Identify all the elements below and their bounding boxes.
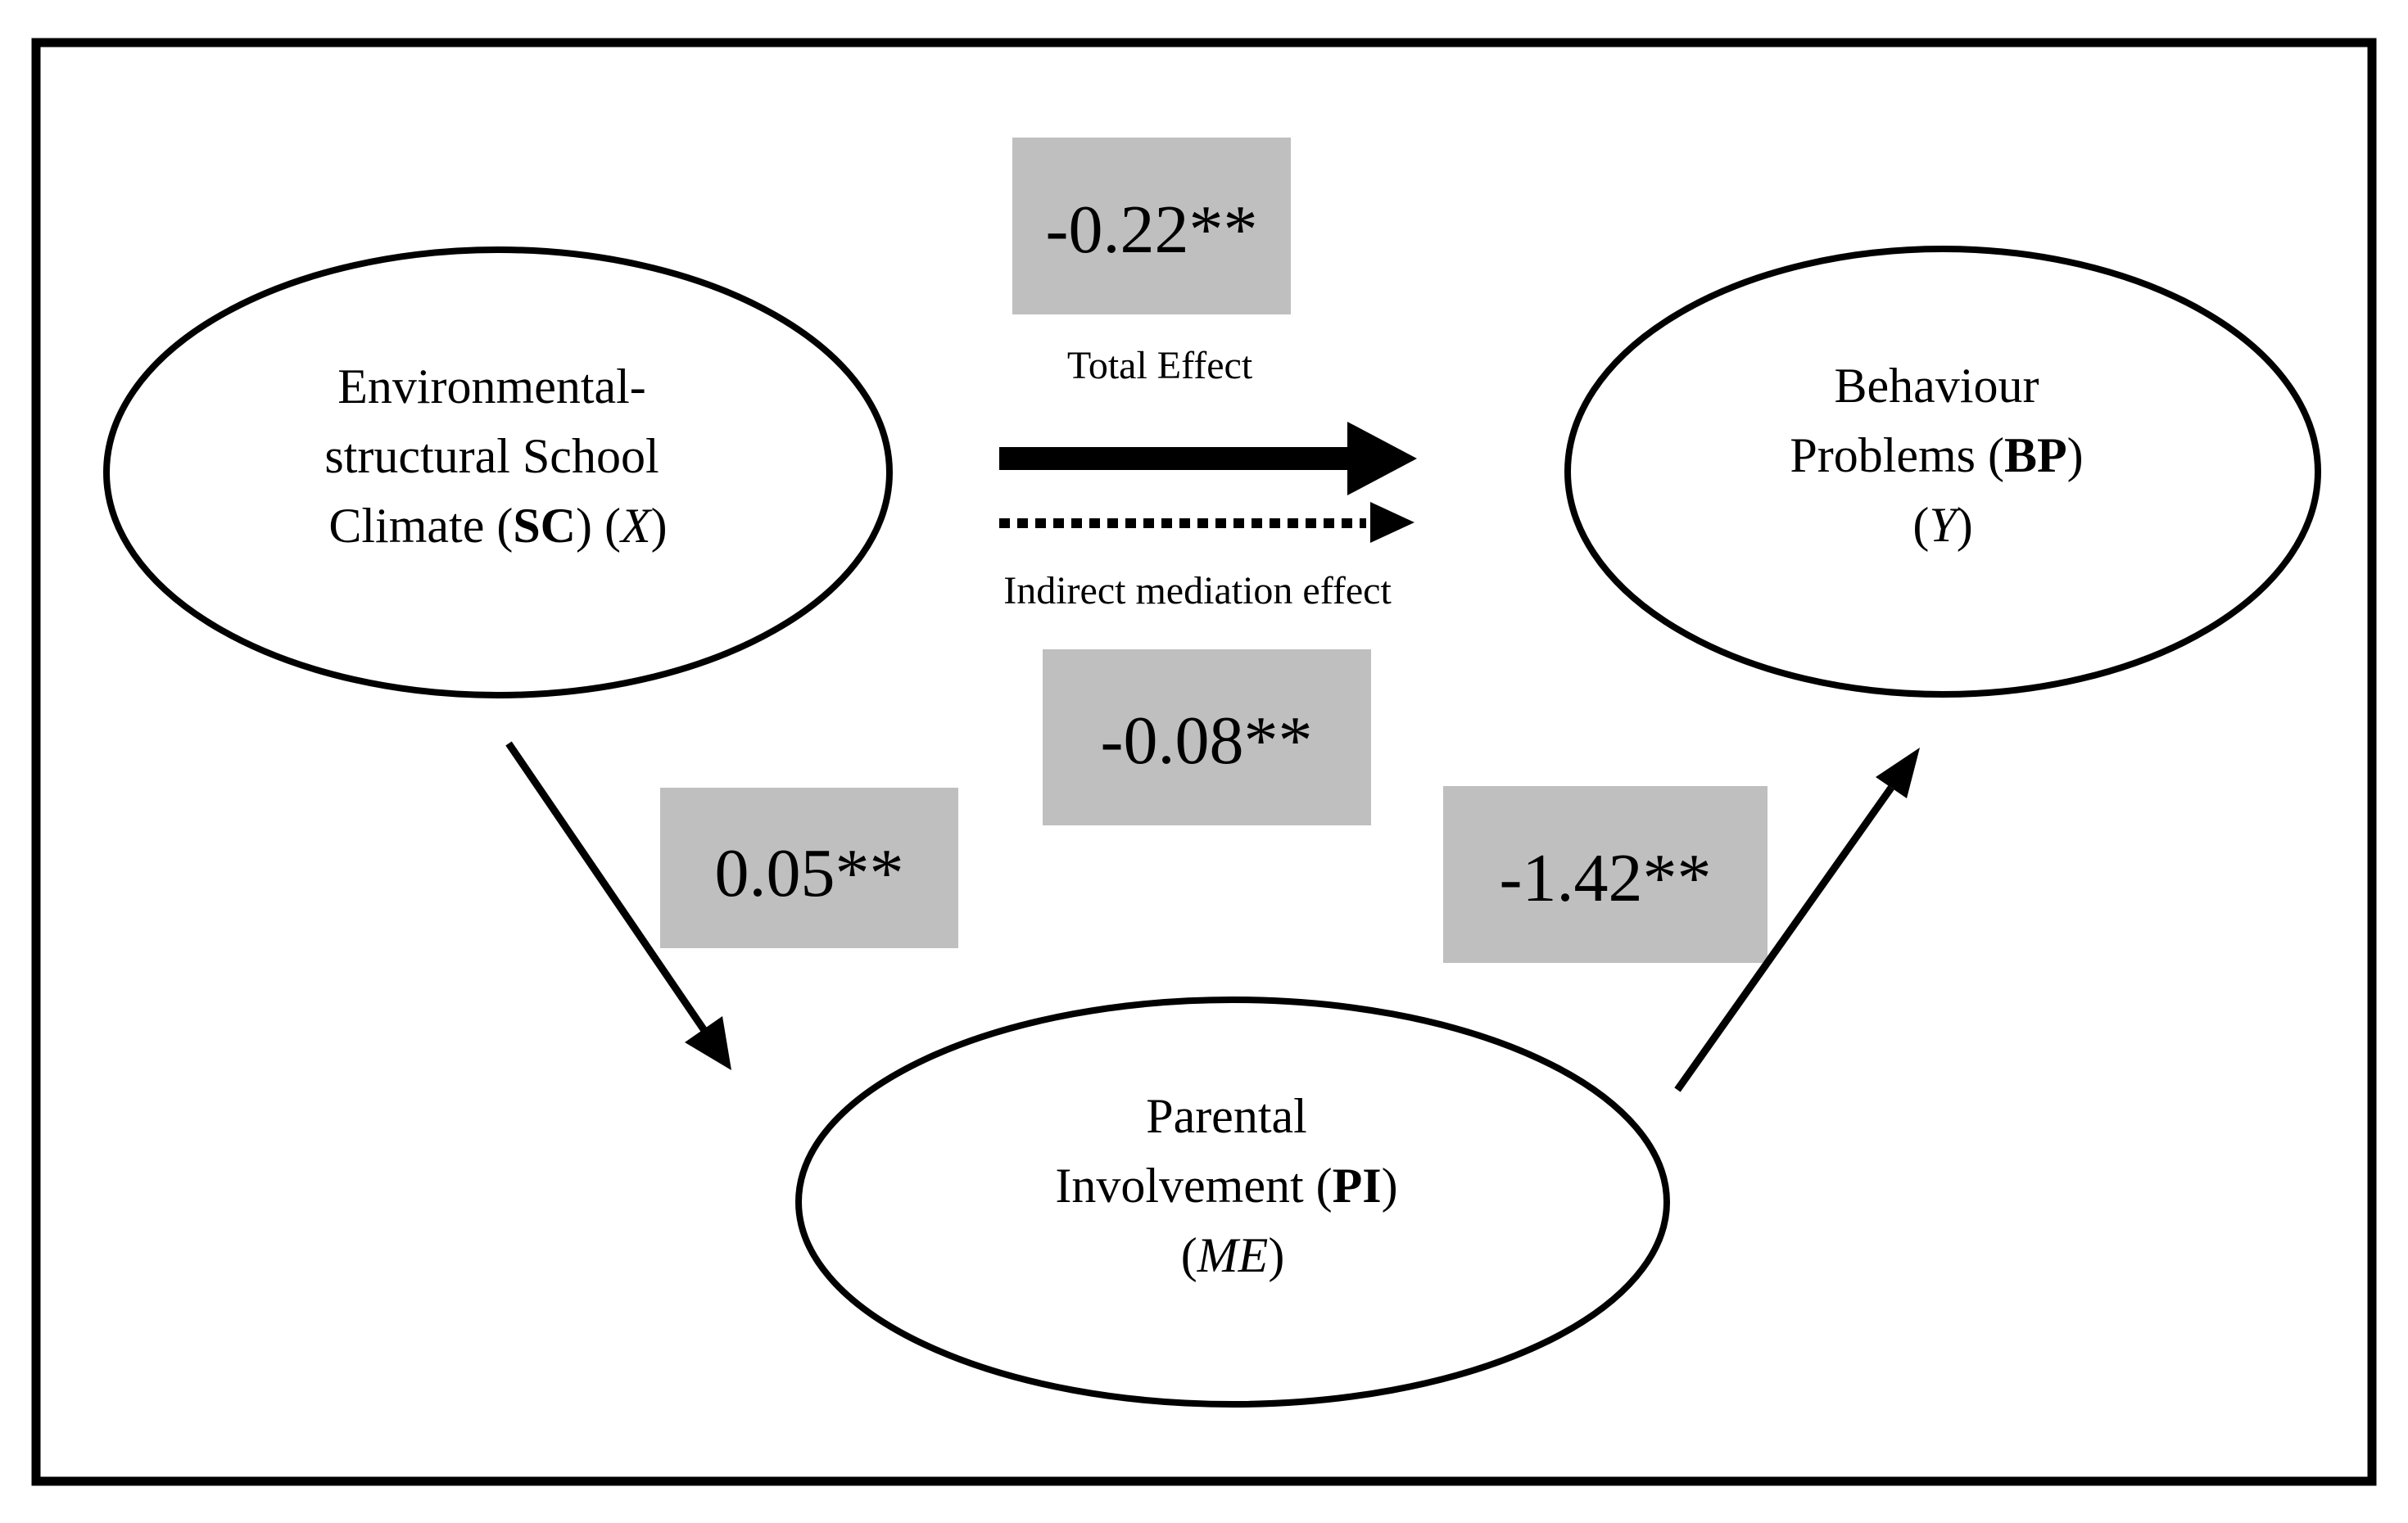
- bp-node-ellipse: [1564, 246, 2321, 698]
- total-effect-box: [1012, 138, 1291, 314]
- total-effect-arrow: [999, 422, 1417, 495]
- indirect-effect-box: [1043, 649, 1371, 825]
- sc-node-label: Environmental- structural School Climate…: [324, 359, 671, 553]
- path-b-value: -1.42**: [1500, 840, 1712, 916]
- pi-to-bp-arrowhead: [1876, 748, 1920, 798]
- total-effect-label: Total Effect: [1067, 344, 1253, 387]
- indirect-effect-label: Indirect mediation effect: [1003, 569, 1392, 612]
- path-b-box: [1443, 786, 1768, 963]
- bp-node-label: Behaviour Problems (BP) (Y): [1790, 359, 2095, 552]
- total-effect-value: -0.22**: [1046, 192, 1258, 268]
- indirect-effect-arrowhead: [1370, 502, 1414, 543]
- pi-to-bp-arrow-line: [1674, 785, 1894, 1092]
- sc-node-ellipse: [103, 246, 893, 698]
- sc-to-pi-arrowhead: [685, 1016, 731, 1070]
- path-a-value: 0.05**: [715, 835, 904, 911]
- pi-node-label: Parental Involvement (PI) (ME): [1055, 1089, 1410, 1282]
- path-a-box: [660, 788, 958, 948]
- pi-node-ellipse: [795, 997, 1670, 1408]
- frame-border: [31, 38, 2377, 1486]
- sc-to-pi-arrow-line: [505, 741, 708, 1034]
- indirect-effect-value: -0.08**: [1101, 703, 1313, 779]
